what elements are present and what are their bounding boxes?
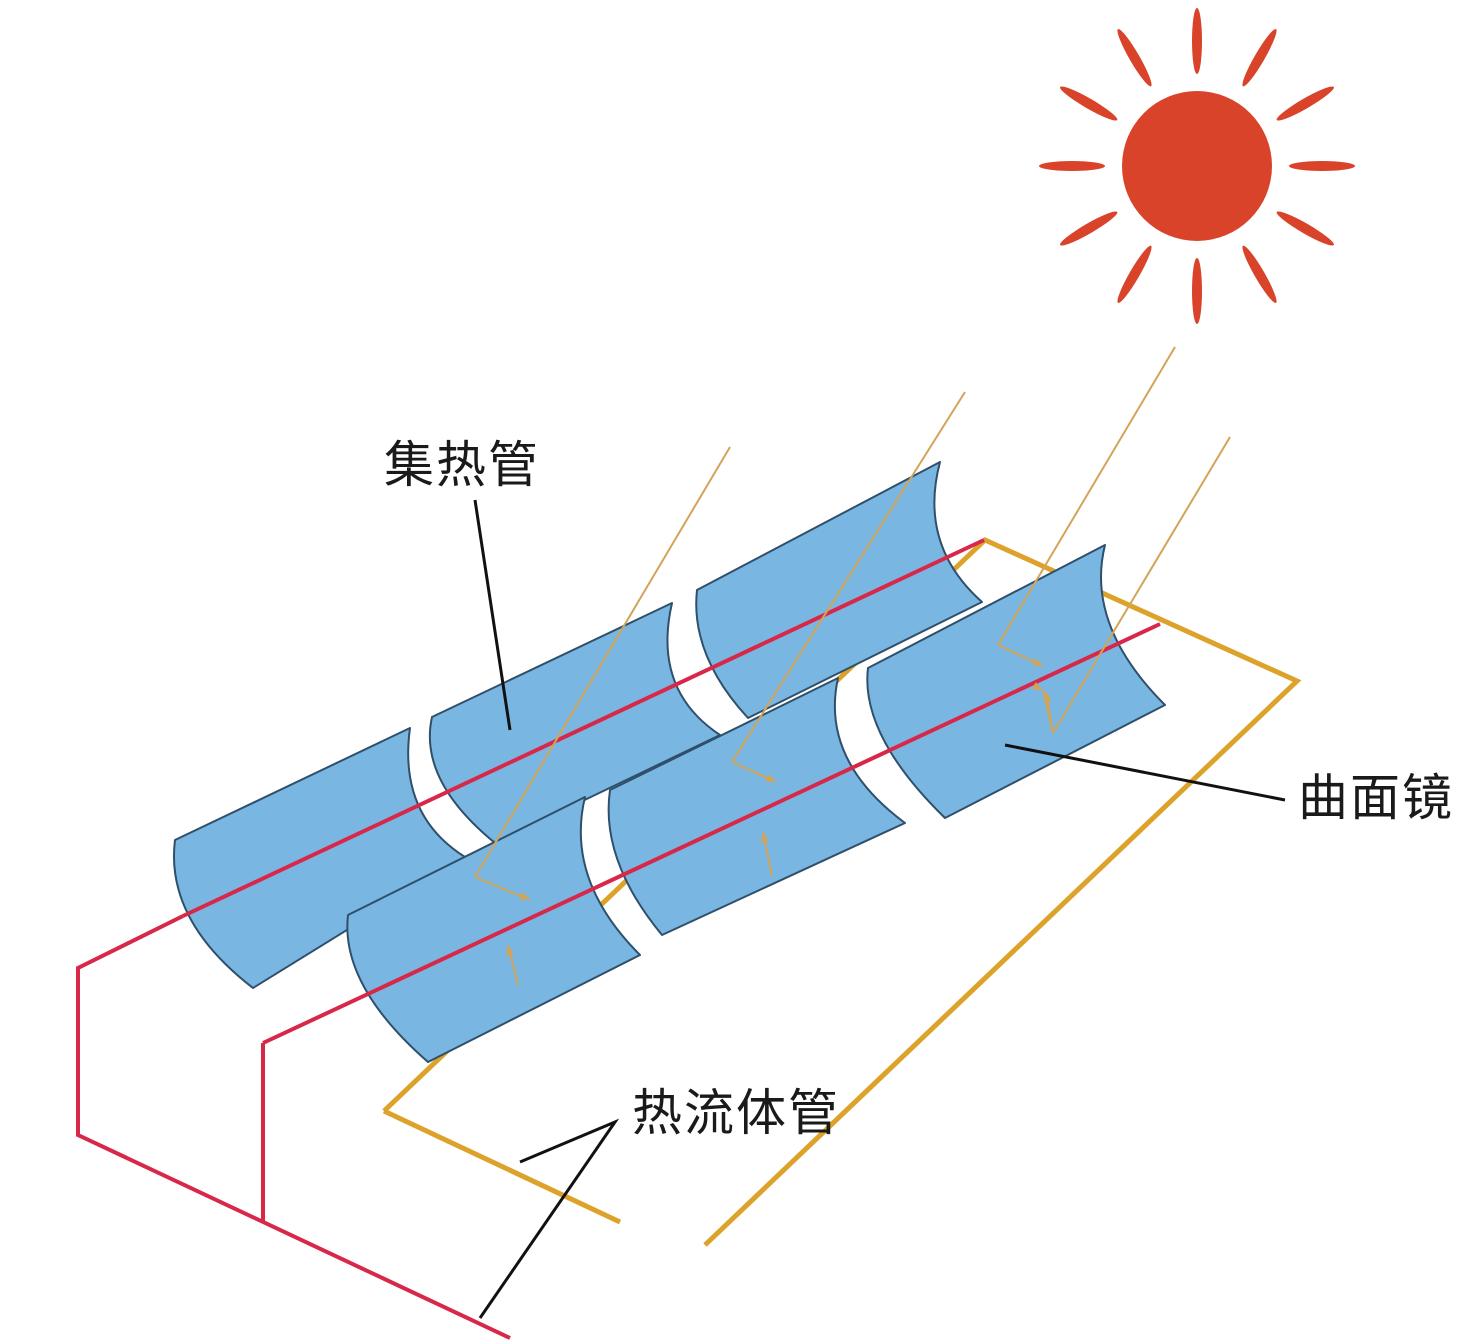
mirror-front-2 (607, 677, 906, 936)
sun-ray-4 (1289, 161, 1355, 171)
sun-icon (1039, 8, 1355, 324)
sun-ray-2 (1242, 29, 1277, 87)
heat-fluid-pipe-red (76, 914, 511, 1340)
collector-tube-front (262, 622, 1161, 1045)
reflected-arrow-3 (1032, 658, 1043, 666)
mirror-front-1 (346, 796, 641, 1063)
reflected-arrow-1 (519, 892, 530, 900)
sun-ray-11 (1060, 86, 1118, 121)
leader-curved-mirror (1004, 743, 1286, 802)
reflected-arrow-up-3 (1043, 692, 1052, 703)
incident-ray-1 (474, 446, 731, 878)
sun-ray-9 (1060, 211, 1118, 246)
sun-ray-12 (1117, 29, 1152, 87)
leader-collector-tube (473, 499, 512, 731)
incident-ray-2 (731, 391, 966, 763)
sun-rays (1039, 8, 1355, 324)
reflected-arrow-4 (1032, 682, 1043, 690)
incident-ray-4 (1052, 436, 1231, 734)
incident-ray-3 (997, 346, 1176, 646)
sun-ray-3 (1276, 86, 1334, 121)
reflected-arrow-2 (765, 774, 776, 782)
sun-ray-8 (1117, 245, 1152, 303)
mirror-front-3 (866, 544, 1166, 819)
sun-disc (1122, 91, 1272, 241)
sun-ray-5 (1276, 211, 1334, 246)
reflected-arrow-up-2 (760, 832, 769, 843)
collector-tube-back (182, 538, 985, 918)
sun-ray-7 (1192, 258, 1202, 324)
leader-heat-fluid-pipe (478, 1118, 620, 1319)
label-collector-tube: 集热管 (384, 436, 540, 494)
sun-ray-6 (1242, 245, 1277, 303)
reflected-arrow-up-1 (505, 945, 514, 956)
sun-rays-reflections (474, 346, 1231, 986)
sun-ray-10 (1039, 161, 1105, 171)
front-row-mirrors (346, 544, 1166, 1063)
sun-ray-1 (1192, 8, 1202, 74)
label-curved-mirror: 曲面镜 (1298, 769, 1454, 827)
heat-fluid-pipe-orange-outlet (382, 1108, 622, 1225)
label-heat-fluid-pipe: 热流体管 (632, 1084, 840, 1142)
